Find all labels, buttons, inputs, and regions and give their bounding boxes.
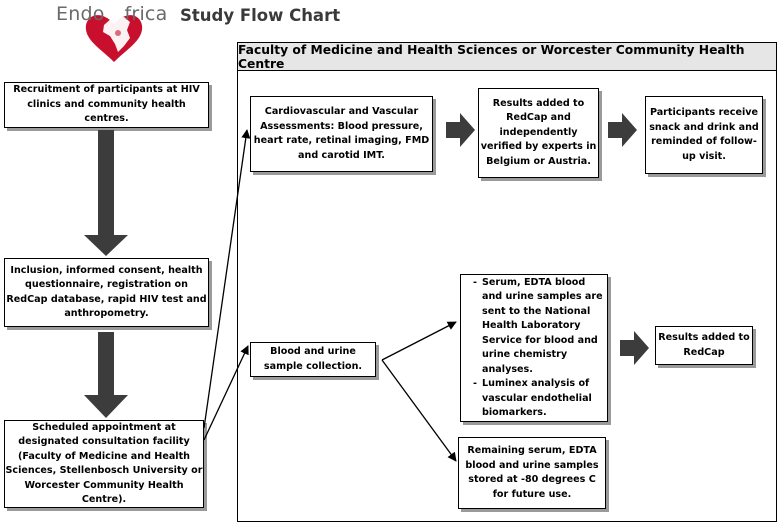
results-verified-box: Results added to RedCap and independentl… — [478, 88, 599, 178]
appointment-box: Scheduled appointment at designated cons… — [4, 420, 204, 508]
participants-box: Participants receive snack and drink and… — [645, 96, 763, 174]
connector-line — [381, 321, 457, 361]
right-arrow-icon — [446, 113, 475, 147]
storage-box: Remaining serum, EDTA blood and urine sa… — [458, 437, 606, 509]
list-item: Serum, EDTA blood and urine samples are … — [473, 276, 603, 378]
connector-line — [203, 345, 249, 441]
results-redcap-box: Results added to RedCap — [655, 326, 753, 365]
right-arrow-icon — [608, 113, 637, 147]
down-arrow-icon — [84, 332, 128, 418]
down-arrow-icon — [84, 130, 128, 256]
connector-line — [203, 129, 251, 429]
inclusion-box: Inclusion, informed consent, health ques… — [4, 258, 209, 327]
recruitment-box: Recruitment of participants at HIV clini… — [4, 82, 209, 128]
assessments-box: Cardiovascular and Vascular Assessments:… — [250, 96, 433, 172]
right-arrow-icon — [620, 331, 649, 365]
connector-line — [381, 359, 457, 462]
page-title: Study Flow Chart — [180, 6, 341, 25]
panel-title: Faculty of Medicine and Health Sciences … — [237, 42, 777, 71]
list-item: Luminex analysis of vascular endothelial… — [473, 377, 603, 421]
sample-collection-box: Blood and urine sample collection. — [250, 342, 376, 377]
laboratory-analysis-box: Serum, EDTA blood and urine samples are … — [460, 274, 608, 422]
laboratory-analysis-list: Serum, EDTA blood and urine samples are … — [471, 276, 603, 421]
